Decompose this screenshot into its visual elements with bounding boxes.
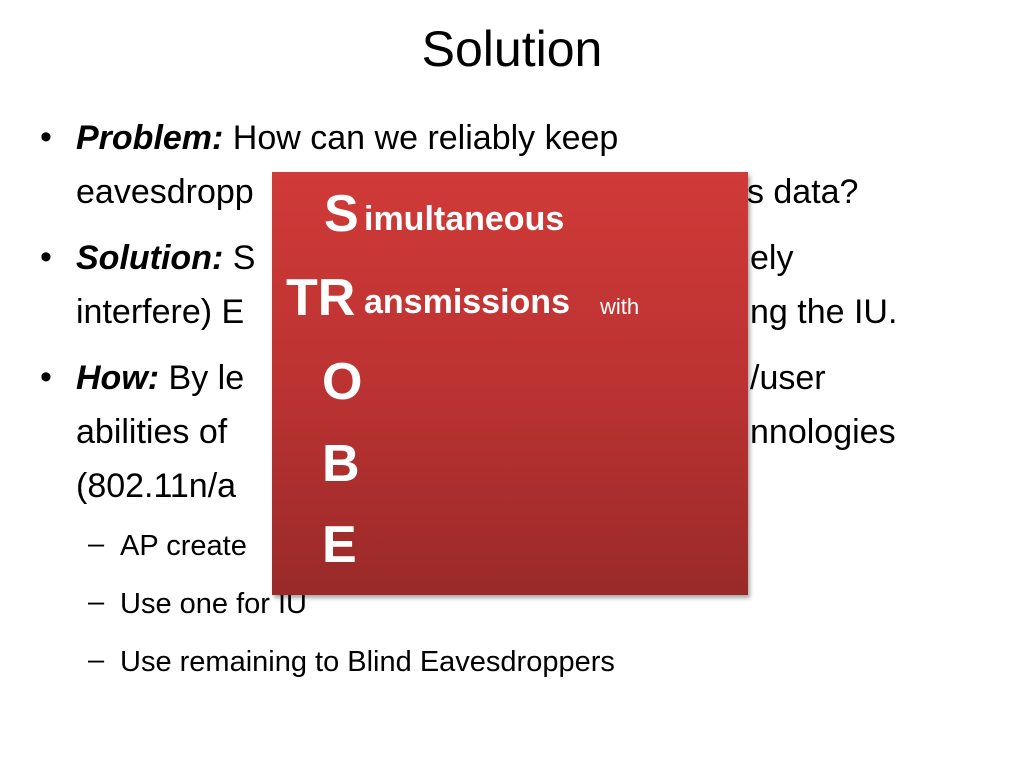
- bullet-how-label: How:: [76, 359, 160, 397]
- bullet-marker: •: [40, 238, 52, 276]
- bullet-solution-line1: Solution: S: [76, 238, 255, 278]
- bullet-how-line3: (802.11n/a: [76, 467, 237, 505]
- acronym-letter-s: S: [324, 185, 359, 243]
- bullet-solution-line1-right: ely: [750, 239, 794, 277]
- sub-bullet-dash: –: [88, 528, 105, 560]
- bullet-solution-line2: interfere) E: [76, 293, 245, 331]
- bullet-problem-label: Problem:: [76, 119, 224, 157]
- bullet-problem-line1: Problem: How can we reliably keep: [76, 118, 618, 158]
- acronym-letter-b: B: [322, 435, 360, 493]
- slide-title: Solution: [421, 21, 603, 77]
- bullet-how-line1: How: By le: [76, 358, 244, 398]
- acronym-letter-o: O: [322, 353, 363, 411]
- bullet-how-text: By le: [159, 359, 245, 397]
- bullet-problem-line2: eavesdropp: [76, 173, 254, 211]
- acronym-letter-e: E: [322, 516, 357, 574]
- sub-bullet-item: Use remaining to Blind Eavesdroppers: [120, 646, 615, 678]
- bullet-how-line1-right: /user: [750, 359, 826, 397]
- bullet-marker: •: [40, 118, 52, 156]
- sub-bullet-dash: –: [88, 586, 105, 618]
- bullet-how-line2: abilities of: [76, 413, 228, 451]
- strobe-acronym-box: S imultaneous TR ansmissions with O B E: [272, 172, 748, 595]
- bullet-solution-line2-right: ng the IU.: [750, 293, 898, 331]
- bullet-how-line2-right: nnologies: [750, 413, 896, 451]
- acronym-word-with: with: [600, 294, 640, 319]
- sub-bullet-dash: –: [88, 644, 105, 676]
- bullet-problem-line2-right: ’s data?: [740, 173, 859, 211]
- sub-bullet-item: AP create: [120, 530, 247, 562]
- acronym-letters-tr: TR: [286, 269, 356, 327]
- bullet-marker: •: [40, 358, 52, 396]
- bullet-solution-text: S: [223, 239, 256, 277]
- acronym-word-simultaneous: imultaneous: [364, 200, 565, 238]
- bullet-problem-text: How can we reliably keep: [223, 119, 619, 157]
- bullet-solution-label: Solution:: [76, 239, 224, 277]
- acronym-word-transmissions: ansmissions: [364, 283, 570, 321]
